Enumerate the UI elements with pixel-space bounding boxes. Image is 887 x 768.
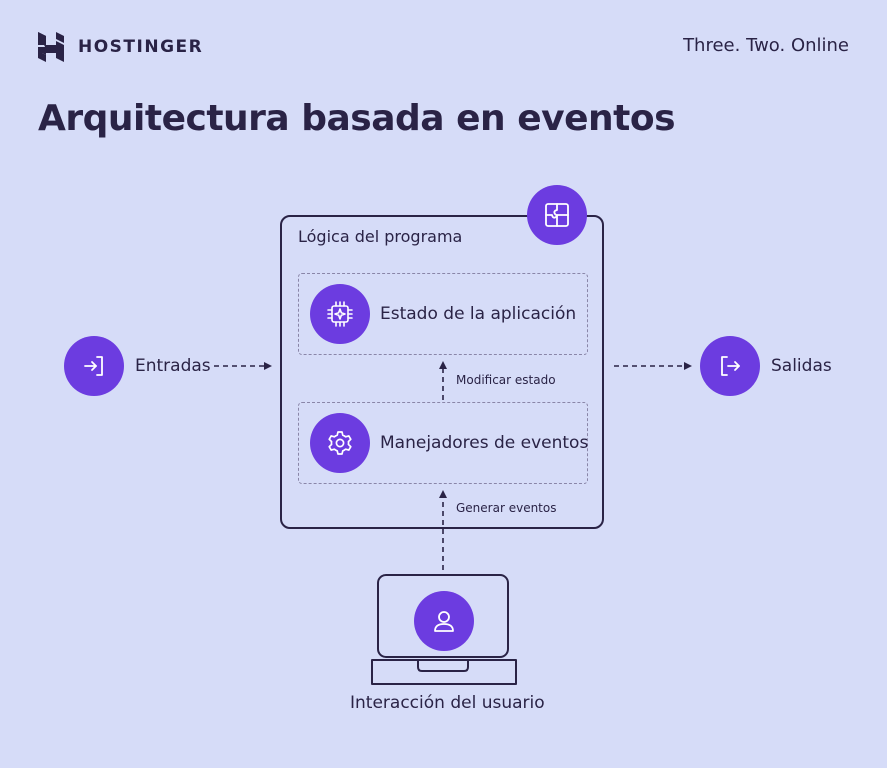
user-interaction-label: Interacción del usuario (350, 693, 545, 713)
app-state-box (298, 273, 588, 355)
modify-state-label: Modificar estado (456, 373, 556, 387)
outputs-badge (700, 336, 760, 396)
brand-tagline: Three. Two. Online (683, 35, 849, 56)
generate-events-label: Generar eventos (456, 501, 557, 515)
gear-icon (328, 431, 352, 455)
outputs-label: Salidas (771, 356, 832, 376)
app-state-badge (310, 284, 370, 344)
program-logic-label: Lógica del programa (298, 227, 463, 246)
user-icon (434, 611, 454, 632)
event-handlers-label: Manejadores de eventos (380, 433, 589, 453)
page-title: Arquitectura basada en eventos (38, 98, 676, 139)
event-handlers-box (298, 402, 588, 484)
chip-sparkle-icon (327, 301, 353, 327)
app-state-label: Estado de la aplicación (380, 304, 577, 324)
brand-name: HOSTINGER (78, 37, 204, 57)
login-arrow-icon (84, 356, 103, 376)
inputs-label: Entradas (135, 356, 211, 376)
logout-arrow-icon (721, 356, 740, 376)
program-logic-badge (527, 185, 587, 245)
hostinger-logo-icon (38, 32, 64, 62)
user-badge (414, 591, 474, 651)
brand-logo: HOSTINGER (38, 32, 203, 62)
laptop-icon (371, 574, 517, 685)
inputs-badge (64, 336, 124, 396)
event-handlers-badge (310, 413, 370, 473)
puzzle-icon (545, 203, 569, 227)
program-logic-box (280, 215, 604, 529)
